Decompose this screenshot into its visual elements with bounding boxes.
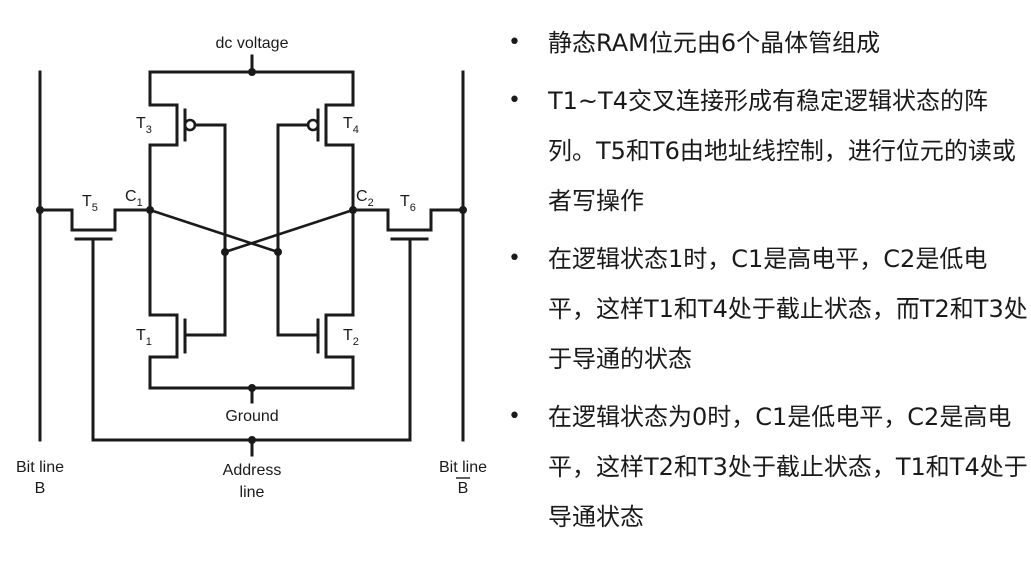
bullet-item: • T1~T4交叉连接形成有稳定逻辑状态的阵列。T5和T6由地址线控制，进行位元…	[500, 76, 1031, 226]
bit-line-left-label-1: Bit line	[16, 459, 64, 476]
sram-cell-diagram: dc voltage	[16, 35, 487, 501]
bit-line-left-label-2: B	[35, 480, 46, 497]
bit-line-right-label-1: Bit line	[439, 459, 487, 476]
t2-label: T2	[343, 327, 359, 348]
t6-label: T6	[400, 193, 416, 214]
cross-coupling	[146, 206, 357, 256]
transistor-t3	[148, 103, 227, 147]
transistor-t5	[36, 206, 152, 442]
t4-label: T4	[343, 115, 359, 136]
bit-line-right-label-2: B	[458, 480, 469, 497]
bullet-marker: •	[508, 30, 521, 55]
bullet-marker: •	[508, 404, 521, 429]
t1-label: T1	[136, 327, 152, 348]
bullet-item: • 在逻辑状态为0时，C1是低电平，C2是高电平，这样T2和T3处于截止状态，T…	[500, 392, 1031, 542]
address-line	[91, 436, 412, 457]
bullet-marker: •	[508, 246, 521, 271]
ground-label: Ground	[225, 408, 278, 425]
supply-rail	[148, 54, 355, 107]
bullet-item: • 在逻辑状态1时，C1是高电平，C2是低电平，这样T1和T4处于截止状态，而T…	[500, 234, 1031, 384]
transistor-t4	[276, 103, 355, 147]
address-line-label-1: Address	[223, 462, 282, 479]
t3-label: T3	[136, 115, 152, 136]
transistor-t2	[316, 313, 355, 359]
dc-voltage-label: dc voltage	[216, 35, 289, 52]
bullet-marker: •	[508, 88, 521, 113]
bullet-text: 静态RAM位元由6个晶体管组成	[548, 29, 881, 57]
transistor-t6	[351, 206, 467, 442]
c2-label: C2	[356, 188, 374, 209]
transistor-t1	[148, 313, 187, 359]
bullet-text: 在逻辑状态1时，C1是高电平，C2是低电平，这样T1和T4处于截止状态，而T2和…	[548, 245, 1028, 373]
bullet-text: T1~T4交叉连接形成有稳定逻辑状态的阵列。T5和T6由地址线控制，进行位元的读…	[548, 87, 1016, 215]
ground-rail	[148, 355, 355, 404]
t5-label: T5	[82, 193, 98, 214]
bullet-item: • 静态RAM位元由6个晶体管组成	[500, 18, 1031, 68]
bullet-text: 在逻辑状态为0时，C1是低电平，C2是高电平，这样T2和T3处于截止状态，T1和…	[548, 403, 1028, 531]
c1-label: C1	[125, 188, 143, 209]
bullet-list: • 静态RAM位元由6个晶体管组成 • T1~T4交叉连接形成有稳定逻辑状态的阵…	[500, 18, 1031, 550]
address-line-label-2: line	[240, 484, 265, 501]
